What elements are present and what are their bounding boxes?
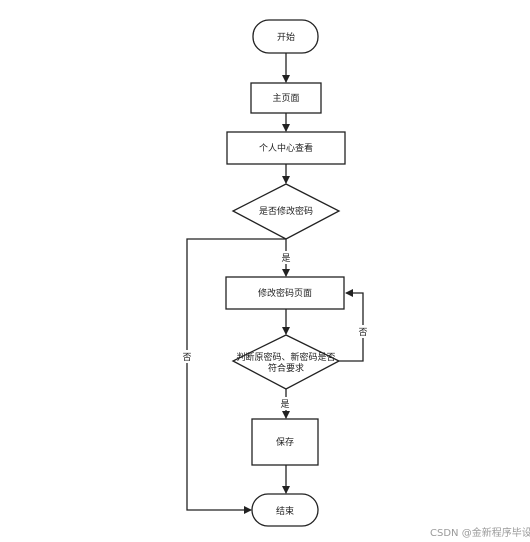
edge-label-no-2-bg <box>356 325 370 338</box>
node-profile: 个人中心查看 <box>226 131 346 165</box>
node-decision-change: 是否修改密码 <box>231 183 341 240</box>
node-save-label: 保存 <box>276 436 294 448</box>
node-end-label: 结束 <box>276 505 294 517</box>
watermark: CSDN @金新程序毕设 <box>430 528 530 539</box>
node-change-page-label: 修改密码页面 <box>258 287 312 299</box>
edge-label-no-2: 否 <box>358 327 367 338</box>
node-start: 开始 <box>252 19 319 54</box>
edge-decision-no-end <box>186 238 286 514</box>
node-decision-check-label-line2: 符合要求 <box>268 362 304 374</box>
node-home: 主页面 <box>250 82 322 114</box>
node-decision-check-label-line1: 判断原密码、新密码是否 <box>236 351 335 363</box>
edge-label-yes-1: 是 <box>281 253 290 264</box>
node-decision-check: 判断原密码、新密码是否 符合要求 <box>231 334 341 390</box>
node-profile-label: 个人中心查看 <box>259 142 313 154</box>
edge-label-no-1-bg <box>180 350 194 363</box>
edge-label-no-1: 否 <box>182 352 191 363</box>
edge-label-yes-2: 是 <box>280 399 289 410</box>
edge-label-yes-1-bg <box>279 251 293 264</box>
node-change-page: 修改密码页面 <box>225 276 345 310</box>
edge-label-yes-2-bg <box>278 397 292 410</box>
node-home-label: 主页面 <box>272 92 299 104</box>
node-start-label: 开始 <box>277 31 295 43</box>
node-decision-change-label: 是否修改密码 <box>259 205 313 217</box>
node-save: 保存 <box>251 418 319 466</box>
node-end: 结束 <box>251 493 319 527</box>
